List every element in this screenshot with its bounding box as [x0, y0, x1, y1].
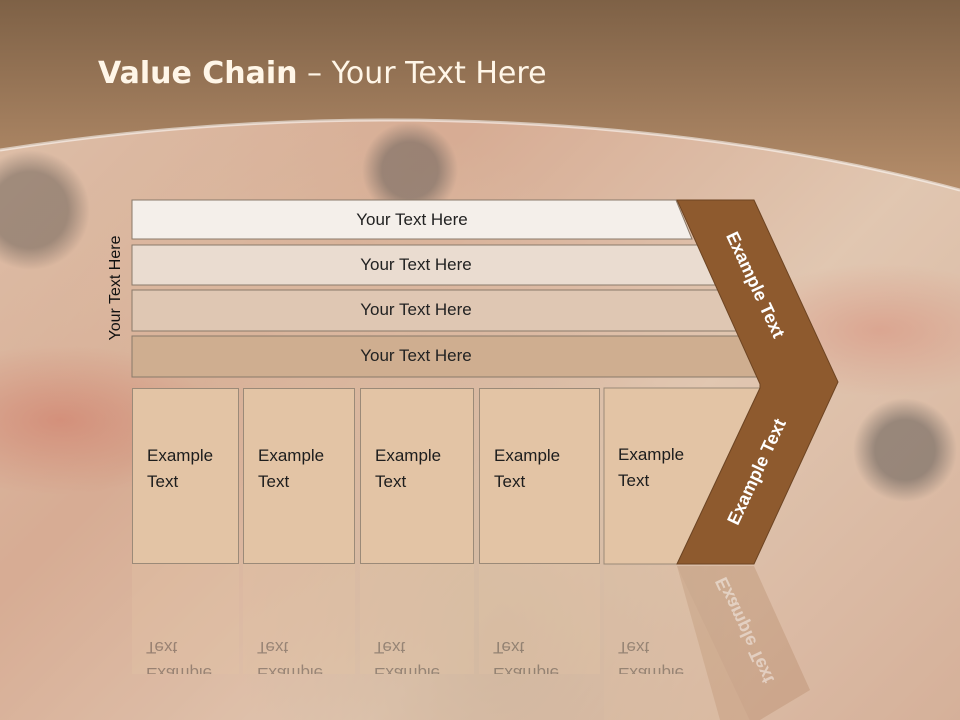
column-1-line2: Text: [147, 472, 179, 491]
bar-4: Your Text Here: [132, 336, 700, 376]
column-1-line1: Example: [147, 446, 214, 465]
column-5-line2: Text: [618, 471, 650, 490]
column-3-line2: Text: [375, 472, 407, 491]
column-1: Example Text: [132, 388, 239, 564]
bar-2: Your Text Here: [132, 245, 700, 285]
bar-3: Your Text Here: [132, 290, 700, 330]
column-5: Example Text: [604, 388, 704, 564]
column-2-line1: Example: [258, 446, 325, 465]
column-4-line1: Example: [494, 446, 561, 465]
header-band: [0, 0, 960, 192]
column-2: Example Text: [243, 388, 355, 564]
column-5-line1: Example: [618, 445, 685, 464]
column-shape-5-reflection: [604, 566, 750, 720]
bar-1-label: Your Text Here: [356, 210, 468, 229]
slide-title: Value Chain – Your Text Here: [98, 56, 547, 91]
bar-shape-1: [131, 199, 693, 240]
column-3-line1: Example: [375, 446, 442, 465]
slide-title-rest: – Your Text Here: [297, 56, 547, 91]
column-4: Example Text: [479, 388, 600, 564]
bar-1: Your Text Here: [132, 200, 692, 240]
column-4-line2: Text: [494, 472, 526, 491]
bar-4-label: Your Text Here: [360, 346, 472, 365]
bar-2-label: Your Text Here: [360, 255, 472, 274]
chevron-reflection: [677, 566, 810, 720]
column-3: Example Text: [360, 388, 474, 564]
slide-title-bold: Value Chain: [98, 56, 298, 91]
column-2-line2: Text: [258, 472, 290, 491]
chevron-shape: [676, 199, 839, 565]
bar-3-label: Your Text Here: [360, 300, 472, 319]
